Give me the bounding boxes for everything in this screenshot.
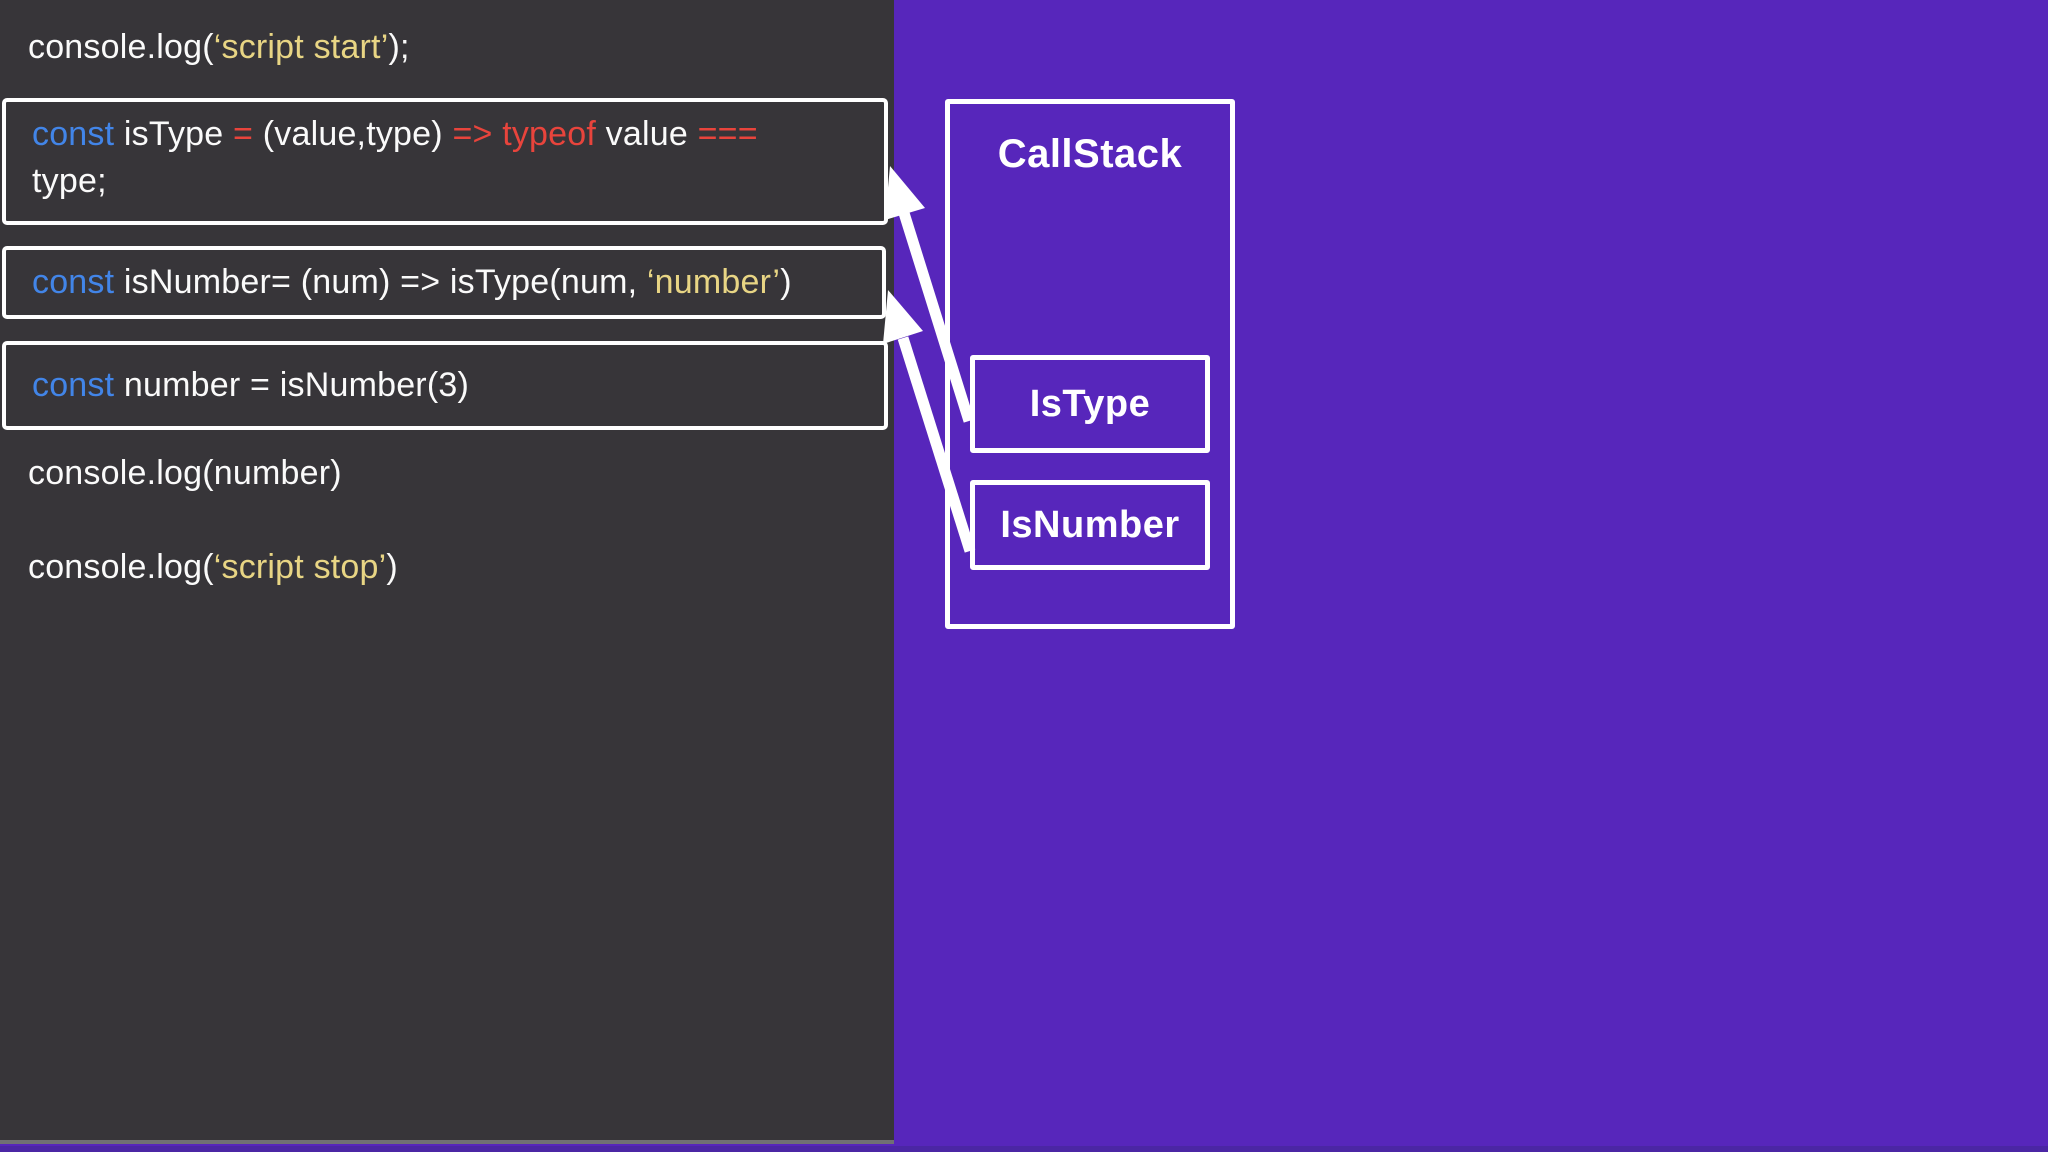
code-token: const <box>32 115 124 153</box>
code-token: ); <box>388 27 410 66</box>
code-log-number: console.log(number) <box>0 448 894 498</box>
code-token: type; <box>32 162 107 200</box>
code-token: const <box>32 366 124 404</box>
code-token: ‘number’ <box>646 263 781 301</box>
code-token: ‘script stop’ <box>213 547 387 586</box>
code-token: ) <box>780 263 792 301</box>
code-token: value <box>605 115 698 153</box>
code-token: console.log(number) <box>28 453 342 492</box>
bottom-strip <box>0 1146 2048 1152</box>
code-const-istype: const isType = (value,type) => typeof va… <box>2 98 888 225</box>
callstack-title: CallStack <box>997 132 1183 176</box>
code-token: console.log( <box>28 547 214 586</box>
code-token: => <box>452 115 503 153</box>
code-log-script-start: console.log(‘script start’); <box>0 0 894 94</box>
stack-frame-isnumber: IsNumber <box>970 480 1210 570</box>
code-token: console.log( <box>28 27 214 66</box>
code-token: const <box>32 263 124 301</box>
code-token: === <box>697 115 758 153</box>
code-log-script-stop: console.log(‘script stop’) <box>0 542 894 592</box>
code-token: number = isNumber(3) <box>123 366 469 404</box>
code-const-isnumber: const isNumber= (num) => isType(num, ‘nu… <box>2 246 886 319</box>
code-const-number: const number = isNumber(3) <box>2 341 888 430</box>
stack-frame-istype: IsType <box>970 355 1210 453</box>
code-panel: console.log(‘script start’);const isType… <box>0 0 894 1144</box>
code-token: (value,type) <box>262 115 453 153</box>
code-token: ) <box>386 547 398 586</box>
code-token: isNumber= (num) => isType(num, <box>123 263 647 301</box>
code-token: = <box>233 115 263 153</box>
code-token: isType <box>123 115 234 153</box>
code-token: ‘script start’ <box>213 27 389 66</box>
code-token: typeof <box>502 115 606 153</box>
